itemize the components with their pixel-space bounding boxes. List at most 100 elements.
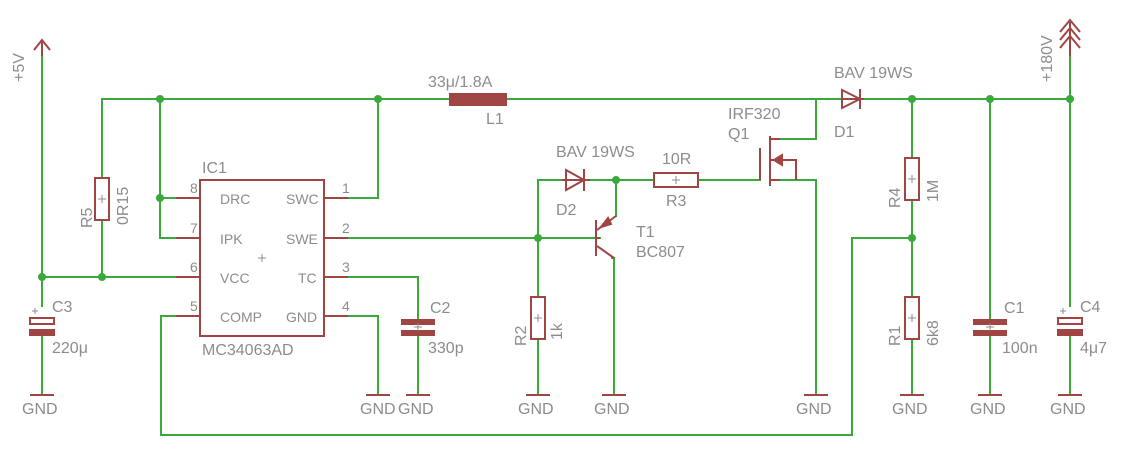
gnd-label: GND — [970, 401, 1006, 418]
cap-plate-bottom — [973, 330, 1007, 336]
origin-cross — [908, 314, 916, 322]
gnd-r1: GND — [892, 394, 928, 418]
inductor-l1: 33μ/1.8A L1 — [428, 74, 507, 128]
c1-value: 100n — [1002, 340, 1038, 357]
vcc-arrow — [33, 38, 51, 56]
c1-name: C1 — [1004, 300, 1025, 317]
c4-name: C4 — [1080, 299, 1101, 316]
hv-arrow — [1059, 18, 1081, 56]
c4-value: 4μ7 — [1080, 340, 1107, 357]
pin-name-tc: TC — [298, 270, 317, 286]
gnd-label: GND — [360, 401, 396, 418]
q1-value: IRF320 — [728, 106, 781, 123]
pin-name-swe: SWE — [286, 231, 318, 247]
resistor-r3: 10R R3 — [653, 151, 699, 210]
capacitor-c1: C1 100n — [973, 300, 1038, 357]
junction-dot — [908, 234, 916, 242]
q1-name: Q1 — [728, 126, 749, 143]
pin-num-4: 4 — [342, 298, 350, 314]
diode-d1: BAV 19WS D1 — [834, 65, 913, 141]
d2-name: D2 — [556, 202, 577, 219]
gnd-r2: GND — [518, 394, 554, 418]
junction-dot — [1066, 95, 1074, 103]
emitter-arrow — [598, 216, 613, 229]
gnd-label: GND — [398, 401, 434, 418]
pin-name-vcc: VCC — [220, 270, 250, 286]
diode-triangle — [565, 168, 587, 192]
junctions — [38, 95, 1074, 281]
gnd-c3: GND — [22, 394, 58, 418]
ic1-mc34063: IC1 MC34063AD DRC IPK VCC COMP SWC SWE T… — [176, 160, 350, 359]
pin-num-6: 6 — [190, 259, 198, 275]
gnd-label: GND — [594, 401, 630, 418]
resistor-r1: R1 6k8 — [887, 296, 942, 346]
pin-num-2: 2 — [342, 220, 350, 236]
resistor-r2: R2 1k — [513, 296, 566, 346]
resistor-body — [904, 296, 920, 340]
r5-value: 0R15 — [115, 187, 132, 225]
gnd-label: GND — [518, 401, 554, 418]
wire-pin4 — [323, 315, 379, 396]
hv-label: +180V — [1039, 35, 1056, 82]
ic-value: MC34063AD — [202, 342, 294, 359]
r3-name: R3 — [666, 193, 687, 210]
polarity-plus — [32, 308, 38, 314]
origin-cross — [258, 254, 266, 262]
gnd-c4: GND — [1050, 394, 1086, 418]
junction-dot — [534, 234, 542, 242]
wire-pin1 — [323, 98, 379, 199]
c3-value: 220μ — [52, 340, 88, 357]
ic-body — [199, 179, 325, 337]
pin-line — [176, 197, 200, 317]
resistor-body — [653, 172, 699, 188]
pin-name-ipk: IPK — [220, 231, 243, 247]
origin-cross — [98, 195, 106, 203]
origin-cross — [414, 323, 422, 331]
pin-num-3: 3 — [342, 259, 350, 275]
gnd-label: GND — [892, 401, 928, 418]
inductor-body — [449, 93, 507, 106]
junction-dot — [374, 95, 382, 103]
resistor-r4: R4 1M — [887, 157, 942, 208]
wire-q1-drain — [779, 98, 817, 140]
polarity-plus — [1060, 308, 1066, 314]
r3-value: 10R — [662, 151, 691, 168]
pin-name-drc: DRC — [220, 191, 250, 207]
r2-value: 1k — [549, 322, 566, 340]
gnd-pin4: GND — [360, 394, 396, 418]
ground-symbols: GND GND GND GND GND GND GND GND — [22, 394, 1086, 418]
capacitor-c3: C3 220μ — [29, 299, 88, 357]
l1-value: 33μ/1.8A — [428, 74, 493, 91]
mosfet-arrow — [772, 153, 783, 167]
d1-name: D1 — [834, 124, 855, 141]
origin-cross — [534, 314, 542, 322]
wire-feedback — [160, 237, 913, 436]
c2-name: C2 — [430, 300, 451, 317]
junction-dot — [612, 176, 620, 184]
junction-dot — [156, 95, 164, 103]
d2-value: BAV 19WS — [556, 144, 635, 161]
gnd-c1: GND — [970, 394, 1006, 418]
l1-name: L1 — [486, 111, 504, 128]
gnd-label: GND — [22, 401, 58, 418]
r1-value: 6k8 — [925, 320, 942, 346]
transistor-t1: T1 BC807 — [595, 215, 685, 261]
cap-plate-top — [29, 317, 55, 325]
pin-name-comp: COMP — [220, 309, 262, 325]
wire-t1-collector — [611, 257, 615, 396]
r5-name: R5 — [79, 207, 96, 228]
resistor-body — [904, 157, 920, 201]
wire-pin3 — [323, 276, 419, 319]
pin-num-8: 8 — [190, 180, 198, 196]
gnd-c2: GND — [398, 394, 434, 418]
t1-value: BC807 — [636, 244, 685, 261]
pin-name-gnd: GND — [286, 309, 317, 325]
capacitor-c4: C4 4μ7 — [1057, 299, 1107, 357]
diode-triangle — [841, 88, 863, 110]
cap-plate-bottom — [29, 329, 55, 336]
gnd-label: GND — [1050, 401, 1086, 418]
capacitor-c2: C2 330p — [401, 300, 464, 357]
pin-num-5: 5 — [190, 298, 198, 314]
pin-name-swc: SWC — [286, 191, 319, 207]
